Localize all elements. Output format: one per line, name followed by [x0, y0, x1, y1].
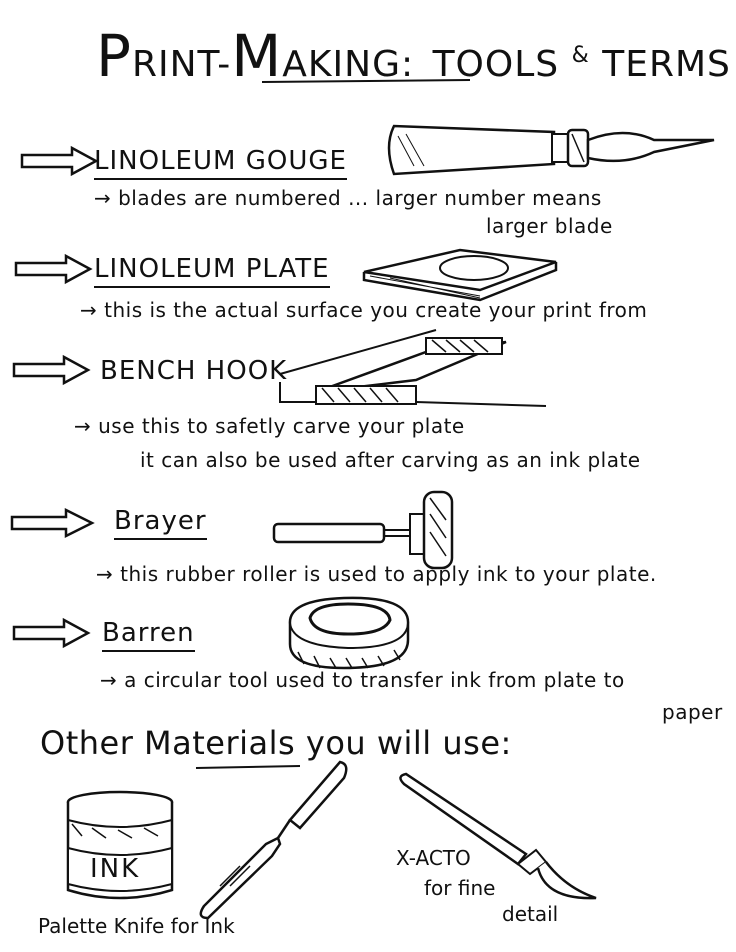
- term-desc-bench-hook-1: → use this to safetly carve your plate: [74, 414, 465, 438]
- outline-arrow-icon: [20, 145, 99, 177]
- xacto-knife-icon: [399, 772, 597, 900]
- ink-jar-icon: [66, 790, 174, 900]
- outline-arrow-icon: [12, 617, 91, 649]
- outline-arrow-icon: [14, 253, 93, 285]
- gouge-icon: [387, 124, 715, 176]
- xacto-caption-2: for fine: [424, 876, 496, 900]
- term-desc-gouge-1: → blades are numbered ... larger number …: [94, 186, 602, 210]
- xacto-caption-1: X-ACTO: [396, 846, 471, 870]
- brayer-icon: [272, 490, 454, 570]
- term-desc-gouge-2: larger blade: [486, 214, 613, 238]
- outline-arrow-icon: [12, 354, 91, 386]
- bench-hook-icon: [279, 329, 547, 407]
- palette-knife-icon: [199, 760, 348, 920]
- term-title-barren: Barren: [102, 618, 195, 652]
- linoleum-plate-icon: [362, 248, 558, 302]
- term-desc-barren-2: paper: [662, 700, 723, 724]
- term-desc-plate-1: → this is the actual surface you create …: [80, 298, 648, 322]
- term-title-gouge: LINOLEUM GOUGE: [94, 146, 347, 180]
- term-desc-bench-hook-2: it can also be used after carving as an …: [140, 448, 641, 472]
- term-title-brayer: Brayer: [114, 506, 207, 540]
- page-title: PRINT-MAKING: TOOLS & TERMS: [96, 22, 731, 90]
- barren-icon: [288, 596, 410, 670]
- other-materials-heading: Other Materials you will use:: [40, 724, 512, 762]
- term-title-bench-hook: BENCH HOOK: [100, 356, 288, 386]
- palette-knife-caption: Palette Knife for Ink: [38, 914, 235, 938]
- term-desc-brayer-1: → this rubber roller is used to apply in…: [96, 562, 657, 586]
- term-title-plate: LINOLEUM PLATE: [94, 254, 330, 288]
- outline-arrow-icon: [10, 507, 95, 539]
- term-desc-barren-1: → a circular tool used to transfer ink f…: [100, 668, 625, 692]
- xacto-caption-3: detail: [502, 902, 559, 926]
- ink-jar-label: INK: [90, 854, 141, 884]
